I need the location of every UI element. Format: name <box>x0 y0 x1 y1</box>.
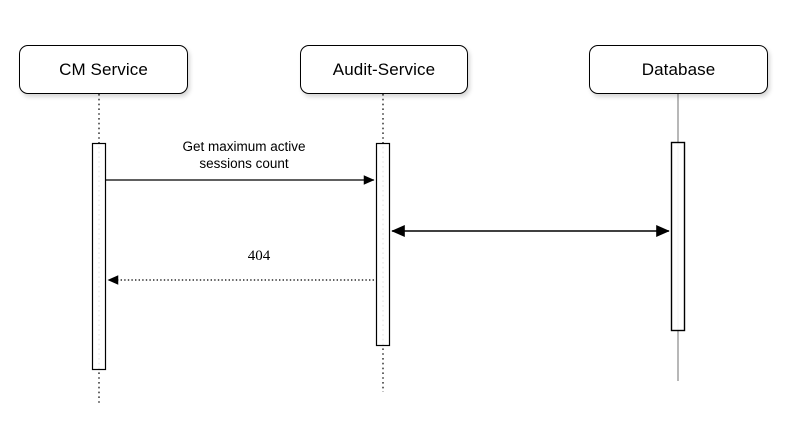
activation-bar-database <box>670 141 686 332</box>
participant-label-cm-service: CM Service <box>59 59 148 79</box>
message-label-get-max-active-sessions: Get maximum active sessions count <box>182 139 306 171</box>
activation-bar-cm-service <box>91 142 107 371</box>
participant-label-database: Database <box>641 59 716 79</box>
activation-bars <box>91 141 686 371</box>
participant-box-database[interactable]: Database <box>589 45 768 94</box>
message-label-404-response: 404 <box>247 248 271 264</box>
participant-box-cm-service[interactable]: CM Service <box>19 45 188 94</box>
participant-box-audit-service[interactable]: Audit-Service <box>300 45 468 94</box>
messages <box>106 175 670 285</box>
participant-label-audit-service: Audit-Service <box>332 59 436 79</box>
activation-bar-audit-service <box>375 142 391 347</box>
